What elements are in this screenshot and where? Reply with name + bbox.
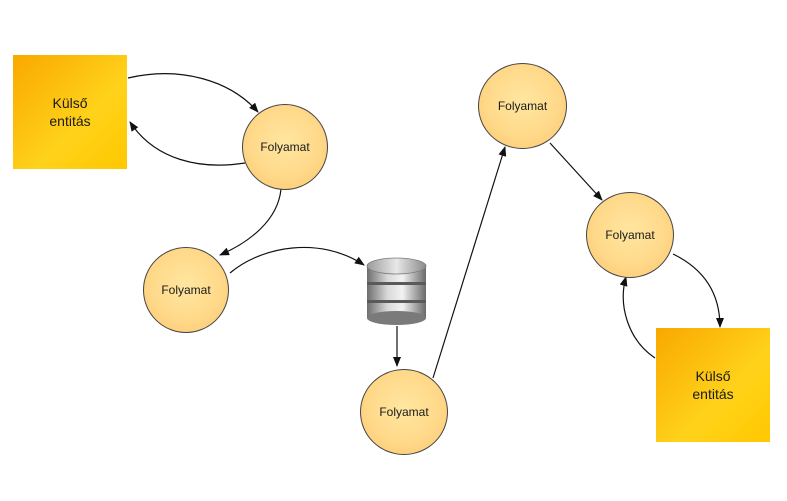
flow-arrow-process4-to-process5: [549, 142, 603, 201]
external-entity-label: Külső entitás: [692, 368, 734, 402]
flow-arrow-process1-to-process2: [219, 188, 282, 256]
flow-arrow-process5-to-entity2: [672, 253, 724, 328]
process-node: Folyamat: [586, 192, 674, 278]
flow-arrow-entity2-to-process5: [619, 276, 656, 359]
process-node: Folyamat: [478, 63, 567, 149]
process-node: Folyamat: [360, 369, 448, 455]
flow-arrow-process3-to-process4: [432, 146, 507, 379]
process-label: Folyamat: [605, 228, 655, 242]
external-entity-label: Külső entitás: [49, 95, 91, 129]
process-node: Folyamat: [242, 104, 328, 190]
process-label: Folyamat: [379, 405, 429, 419]
process-label: Folyamat: [497, 99, 548, 113]
external-entity-box: Külső entitás: [13, 55, 127, 169]
process-node: Folyamat: [143, 247, 229, 333]
data-store-icon: [366, 257, 427, 325]
flow-arrow-process1-to-entity1: [129, 121, 246, 166]
process-label: Folyamat: [260, 140, 310, 154]
process-label: Folyamat: [161, 283, 211, 297]
flow-arrow-process2-to-datastore: [229, 246, 365, 274]
external-entity-box: Külső entitás: [656, 328, 770, 442]
flow-arrow-entity1-to-process1: [127, 73, 259, 113]
